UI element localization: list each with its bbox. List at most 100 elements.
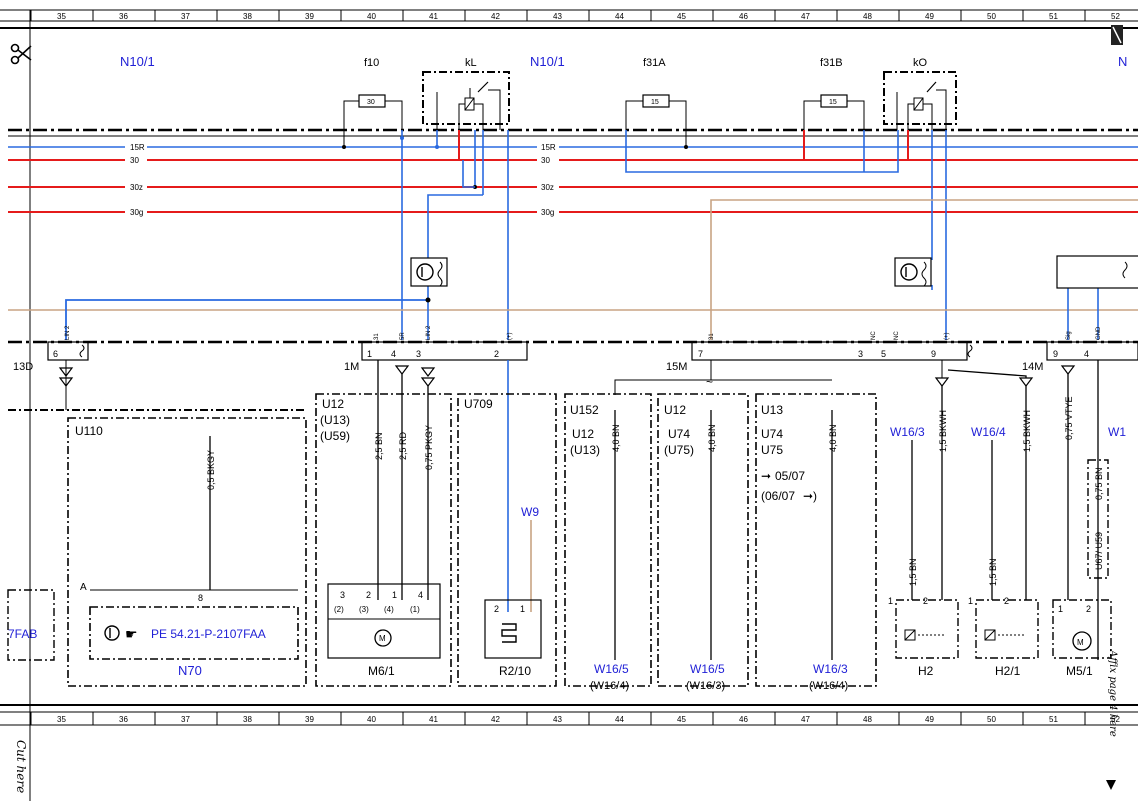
ruler-number: 51 bbox=[1049, 12, 1058, 21]
svg-text:LIN 2: LIN 2 bbox=[426, 325, 432, 340]
ruler-number: 35 bbox=[57, 12, 66, 21]
connector-housings bbox=[47, 341, 1138, 361]
date-0607: (06/07 bbox=[761, 489, 795, 503]
svg-text:15: 15 bbox=[651, 99, 659, 106]
svg-text:9: 9 bbox=[931, 349, 936, 359]
w16-5-b: W16/5 bbox=[690, 662, 725, 676]
ruler-number: 41 bbox=[429, 715, 438, 724]
svg-text:5R: 5R bbox=[400, 332, 406, 340]
u75-paren: (U75) bbox=[664, 443, 694, 457]
ruler-number: 52 bbox=[1111, 715, 1120, 724]
ruler-number: 50 bbox=[987, 12, 996, 21]
section-boxes bbox=[67, 393, 877, 687]
ruler-number: 44 bbox=[615, 715, 624, 724]
ruler-number: 49 bbox=[925, 715, 934, 724]
arrow-right-icon: ➞) bbox=[803, 489, 817, 503]
svg-text:(4): (4) bbox=[384, 605, 394, 614]
u74-label: U74 bbox=[668, 427, 690, 441]
svg-text:5: 5 bbox=[881, 349, 886, 359]
svg-text:NC: NC bbox=[894, 331, 900, 340]
wire-15bkwh-a: 1,5 BKWH bbox=[938, 410, 948, 452]
h2-1-label: H2/1 bbox=[995, 664, 1021, 678]
bus-lines bbox=[8, 146, 1138, 213]
fuse-f31a: 15 bbox=[625, 94, 687, 130]
n70-label: N70 bbox=[178, 663, 202, 678]
ruler-number: 52 bbox=[1111, 12, 1120, 21]
bus-30z-right: 30z bbox=[541, 183, 554, 192]
wire-15bn-a: 1,5 BN bbox=[908, 558, 918, 586]
connector-pin-numbers: 6 1 4 3 2 7 3 5 9 9 4 bbox=[53, 349, 1089, 359]
wire-25bn: 2,5 BN bbox=[374, 432, 384, 460]
m5-1-label: M5/1 bbox=[1066, 664, 1093, 678]
f31a-label: f31A bbox=[643, 57, 666, 69]
svg-text:Sig: Sig bbox=[1066, 331, 1072, 340]
w16-3-b: (W16/3) bbox=[686, 680, 725, 692]
wire-40bn-b: 4,0 BN bbox=[707, 424, 717, 452]
w1-top: W1 bbox=[1108, 425, 1126, 439]
svg-text:2: 2 bbox=[494, 604, 499, 614]
wire-40bn-a: 4,0 BN bbox=[611, 424, 621, 452]
ruler-number: 49 bbox=[925, 12, 934, 21]
r2-10-box bbox=[484, 599, 542, 659]
splice-icons bbox=[58, 365, 1076, 387]
transistor-icon-right bbox=[894, 257, 932, 287]
n10-1-label-mid: N10/1 bbox=[530, 54, 565, 69]
n10-1-label-left: N10/1 bbox=[120, 54, 155, 69]
n-label-right: N bbox=[1118, 54, 1127, 69]
conn-15m: 15M bbox=[666, 361, 687, 373]
svg-text:(1): (1) bbox=[410, 605, 420, 614]
svg-text:3: 3 bbox=[340, 590, 345, 600]
svg-text:3: 3 bbox=[416, 349, 421, 359]
fuse-f10: 30 bbox=[343, 94, 403, 130]
ruler-number: 37 bbox=[181, 12, 190, 21]
ruler-number: 36 bbox=[119, 12, 128, 21]
svg-text:31: 31 bbox=[374, 333, 380, 340]
u67-u59: U67/ U59 bbox=[1094, 532, 1104, 570]
kl-label: kL bbox=[465, 57, 477, 69]
svg-text:4: 4 bbox=[391, 349, 396, 359]
scissors-icon bbox=[10, 43, 32, 65]
conn-13d: 13D bbox=[13, 361, 33, 373]
svg-text:2: 2 bbox=[1086, 604, 1091, 614]
down-triangle-icon bbox=[1106, 780, 1116, 790]
bus-30z-left: 30z bbox=[130, 183, 143, 192]
wire-15bn-b: 1,5 BN bbox=[988, 558, 998, 586]
ruler-number: 39 bbox=[305, 715, 314, 724]
w16-3-c: W16/3 bbox=[813, 662, 848, 676]
svg-text:3: 3 bbox=[858, 349, 863, 359]
transistor-icon-left bbox=[410, 257, 448, 287]
u110-label: U110 bbox=[75, 424, 103, 438]
svg-text:(3): (3) bbox=[359, 605, 369, 614]
m6-1-box bbox=[327, 583, 441, 659]
ruler-number: 35 bbox=[57, 715, 66, 724]
svg-text:1: 1 bbox=[968, 596, 973, 606]
cut-here-label: Cut here bbox=[14, 740, 28, 793]
wire-075pkgy: 0,75 PKGY bbox=[424, 425, 434, 470]
fab-ref-link[interactable]: 7FAB bbox=[8, 627, 37, 641]
f10-label: f10 bbox=[364, 57, 379, 69]
svg-text:9: 9 bbox=[1053, 349, 1058, 359]
ruler-number: 37 bbox=[181, 715, 190, 724]
u74b-label: U74 bbox=[761, 427, 783, 441]
svg-text:2: 2 bbox=[923, 596, 928, 606]
hand-pointer-icon: ☛ bbox=[125, 626, 138, 642]
pe-ref-link[interactable]: PE 54.21-P-2107FAA bbox=[151, 627, 266, 641]
svg-text:31: 31 bbox=[709, 333, 715, 340]
ruler-number: 40 bbox=[367, 12, 376, 21]
wires-top bbox=[8, 130, 1138, 340]
ruler-number: 43 bbox=[553, 12, 562, 21]
svg-text:6: 6 bbox=[53, 349, 58, 359]
svg-text:M: M bbox=[379, 634, 386, 643]
bus-30-left: 30 bbox=[130, 156, 139, 165]
motor-icon-m6: M bbox=[374, 629, 392, 647]
ruler-number: 40 bbox=[367, 715, 376, 724]
f31b-label: f31B bbox=[820, 57, 843, 69]
svg-text:15: 15 bbox=[829, 99, 837, 106]
wire-075vtye: 0,75 VTYE bbox=[1064, 396, 1074, 440]
date-0507: 05/07 bbox=[775, 469, 805, 483]
relay-ko bbox=[883, 71, 957, 130]
transistor-icon-n70 bbox=[104, 625, 120, 641]
w16-4-top: W16/4 bbox=[971, 425, 1006, 439]
motor-box-m5-1: 1 2 M bbox=[1052, 599, 1112, 659]
